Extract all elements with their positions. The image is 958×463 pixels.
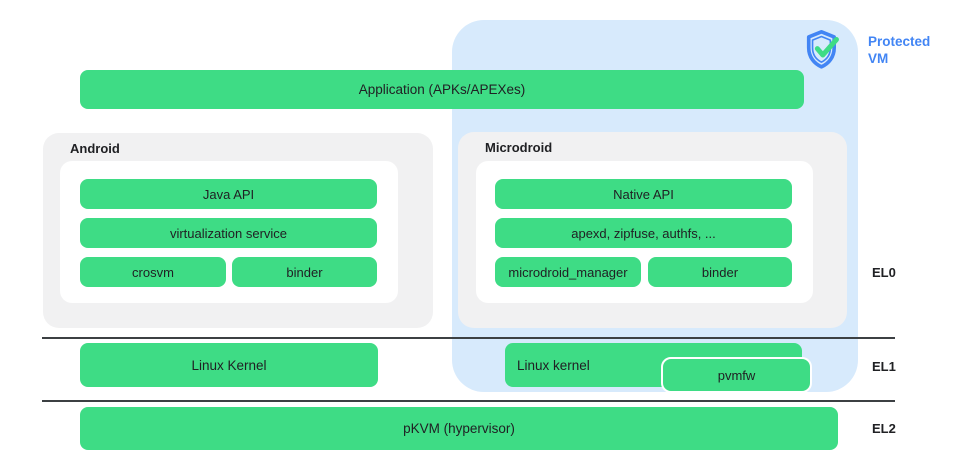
el0-el1-divider xyxy=(42,337,895,339)
el0-label: EL0 xyxy=(872,265,896,280)
application-bar: Application (APKs/APEXes) xyxy=(80,70,804,109)
apexd-zipfuse-authfs-bar: apexd, zipfuse, authfs, ... xyxy=(495,218,792,248)
microdroid-manager-bar: microdroid_manager xyxy=(495,257,641,287)
protected-vm-label-line2: VM xyxy=(868,51,889,66)
el2-label: EL2 xyxy=(872,421,896,436)
el1-label: EL1 xyxy=(872,359,896,374)
virtualization-service-bar: virtualization service xyxy=(80,218,377,248)
pvmfw-bar: pvmfw xyxy=(661,357,812,393)
native-api-bar: Native API xyxy=(495,179,792,209)
android-linux-kernel-bar: Linux Kernel xyxy=(80,343,378,387)
microdroid-binder-bar: binder xyxy=(648,257,792,287)
microdroid-group-title: Microdroid xyxy=(485,140,553,155)
crosvm-bar: crosvm xyxy=(80,257,226,287)
java-api-bar: Java API xyxy=(80,179,377,209)
android-group-title: Android xyxy=(70,141,120,156)
pkvm-hypervisor-bar: pKVM (hypervisor) xyxy=(80,407,838,450)
android-binder-bar: binder xyxy=(232,257,377,287)
shield-check-icon xyxy=(806,28,846,72)
el1-el2-divider xyxy=(42,400,895,402)
protected-vm-label-line1: Protected xyxy=(868,34,931,49)
protected-vm-label: Protected VM xyxy=(868,33,930,67)
